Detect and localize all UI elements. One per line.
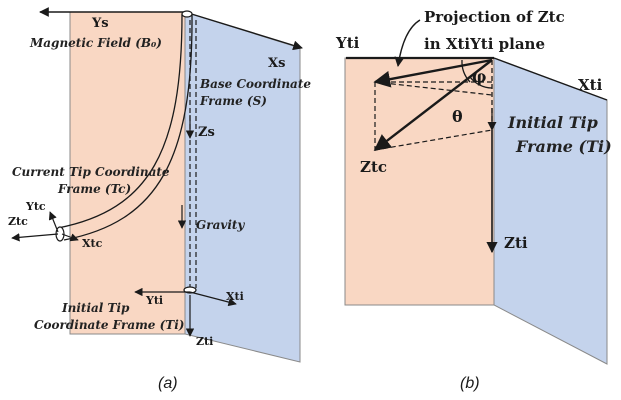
panel-a: Ys Magnetic Field (B₀) Xs Base Coordinat… (8, 7, 311, 392)
bent-tube-inner (63, 13, 193, 241)
caption-a: (a) (158, 375, 178, 392)
label-initial-tip-2: Coordinate Frame (Ti) (34, 318, 184, 332)
label-projection-1: Projection of Ztc (424, 8, 565, 26)
xtc-axis-a (61, 233, 79, 242)
label-yti-a: Yti (145, 294, 163, 307)
xti-axis-b (493, 57, 608, 101)
label-zs: Zs (198, 125, 215, 140)
label-phi: φ (472, 67, 486, 86)
label-ytc: Ytc (25, 200, 46, 213)
label-base-frame-1: Base Coordinate (199, 77, 311, 91)
bent-tube-outer (57, 13, 183, 229)
phi-arc (461, 59, 471, 83)
xs-axis-a (184, 11, 303, 51)
label-ys: Ys (91, 16, 109, 31)
label-initial-tip-1: Initial Tip (61, 301, 130, 315)
label-xti-b: Xti (578, 76, 603, 94)
ztc-axis-a (11, 233, 59, 242)
label-projection-2: in XtiYti plane (424, 35, 545, 53)
label-initial-tip-b-2: Frame (Ti) (515, 137, 612, 156)
ytc-axis-a (48, 211, 59, 233)
label-xti-a: Xti (226, 290, 244, 303)
ztc-dashed-base (374, 129, 493, 151)
label-xtc: Xtc (82, 237, 103, 250)
label-xs: Xs (268, 56, 285, 71)
label-current-tip-1: Current Tip Coordinate (12, 165, 170, 179)
tube-top-ring (181, 10, 193, 18)
label-theta: θ (452, 107, 463, 126)
panel-b: Projection of Ztc in XtiYti plane Yti Xt… (335, 8, 612, 392)
label-initial-tip-b-1: Initial Tip (507, 113, 598, 132)
peach-plane-b (344, 57, 495, 306)
upper-dashed (374, 81, 493, 96)
theta-arc (469, 76, 493, 89)
label-ztc-b: Ztc (360, 158, 387, 176)
label-zti-a: Zti (196, 335, 213, 348)
label-ztc-a: Ztc (8, 215, 28, 228)
label-yti-b: Yti (335, 34, 360, 52)
xti-axis-a (189, 291, 237, 307)
label-current-tip-2: Frame (Tc) (57, 182, 131, 196)
ztc-vector-b (373, 59, 493, 152)
label-zti-b: Zti (504, 234, 528, 252)
blue-plane-b (493, 57, 608, 365)
label-gravity: Gravity (196, 218, 245, 232)
projection-vector (373, 58, 493, 88)
projection-callout-arrow (394, 19, 421, 67)
label-magnetic-field: Magnetic Field (B₀) (29, 36, 162, 50)
label-base-frame-2: Frame (S) (199, 94, 267, 108)
caption-b: (b) (460, 375, 480, 392)
